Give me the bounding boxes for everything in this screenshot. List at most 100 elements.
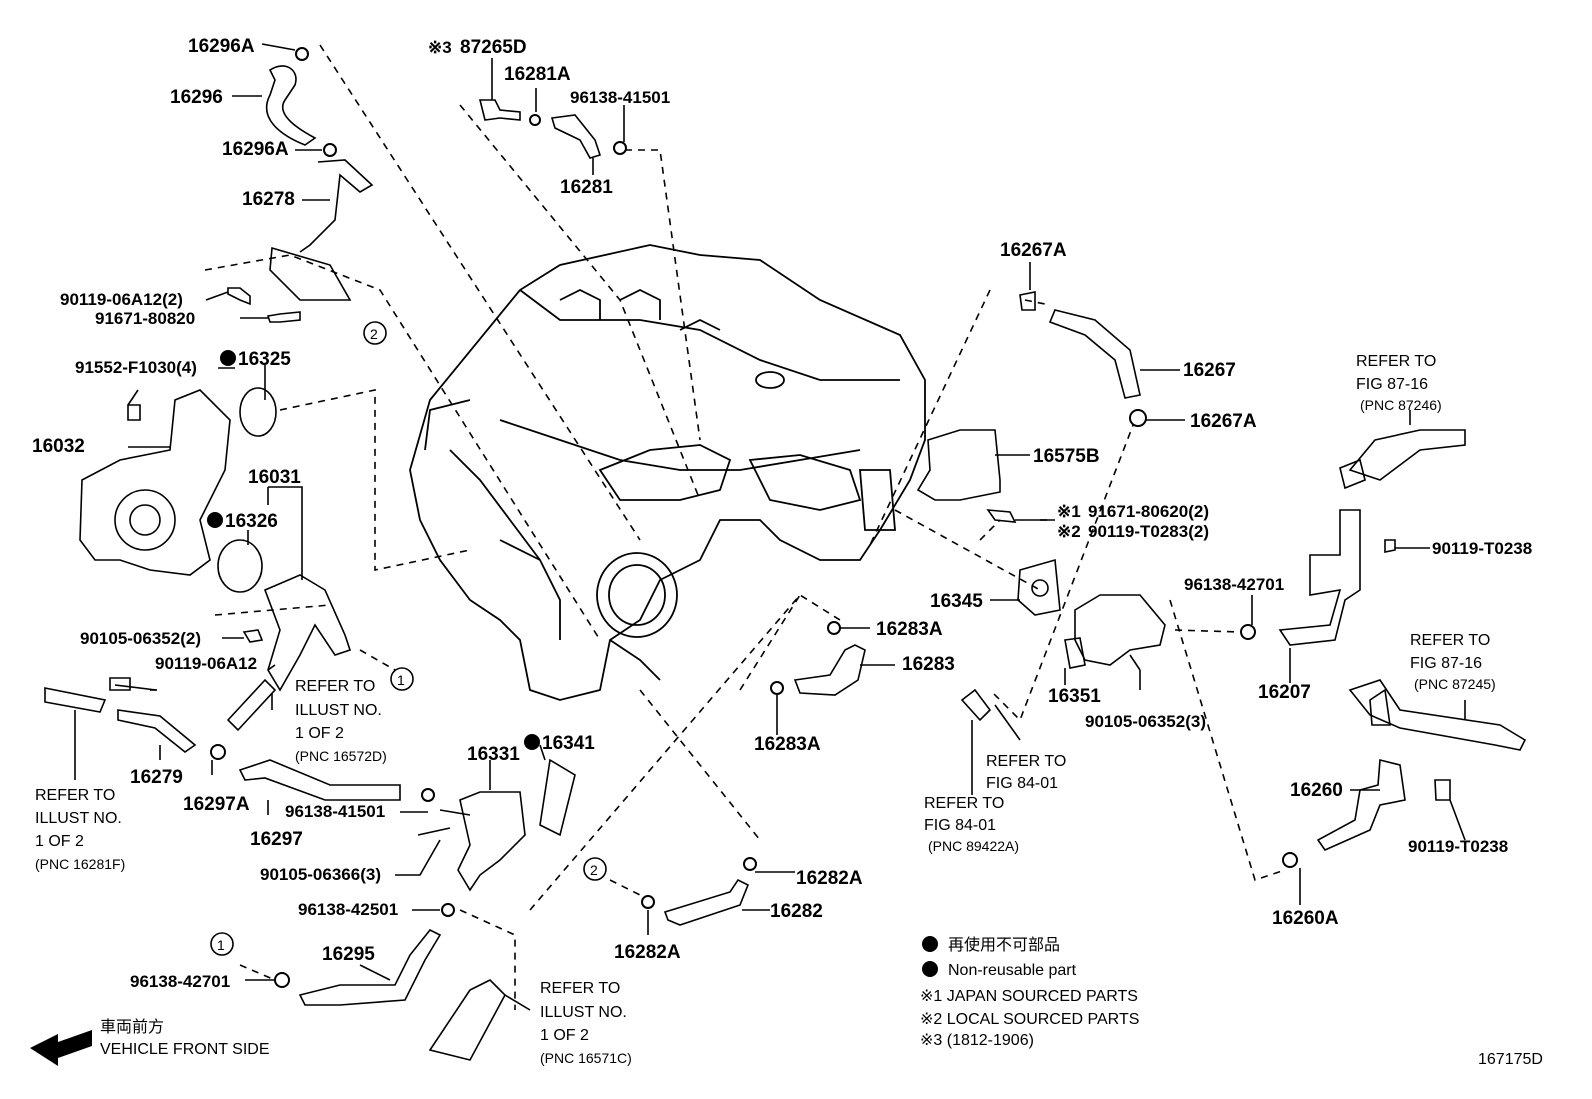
svg-text:ILLUST NO.: ILLUST NO. bbox=[35, 810, 122, 827]
label-16281: 16281 bbox=[560, 177, 613, 198]
svg-text:FIG 87-16: FIG 87-16 bbox=[1356, 376, 1428, 393]
ref-87245: REFER TO FIG 87-16 (PNC 87245) bbox=[1410, 632, 1496, 692]
svg-text:ILLUST NO.: ILLUST NO. bbox=[295, 702, 382, 719]
label-16267A-mid: 16267A bbox=[1190, 411, 1257, 432]
label-96138-42501: 96138-42501 bbox=[298, 900, 398, 919]
svg-text:FIG 84-01: FIG 84-01 bbox=[924, 817, 996, 834]
circle-marker-1b bbox=[210, 932, 234, 956]
svg-text:REFER TO: REFER TO bbox=[924, 795, 1004, 812]
svg-text:(PNC 16571C): (PNC 16571C) bbox=[540, 1050, 632, 1066]
vehicle-front-indicator: 車両前方 VEHICLE FRONT SIDE bbox=[30, 1018, 270, 1066]
label-16267: 16267 bbox=[1183, 360, 1236, 381]
label-16032: 16032 bbox=[32, 436, 85, 457]
label-87265D: 87265D bbox=[460, 37, 527, 58]
refer-to-notes: REFER TO ILLUST NO. 1 OF 2 (PNC 16572D) … bbox=[35, 353, 1496, 1066]
label-16283A-top: 16283A bbox=[876, 619, 943, 640]
svg-text:(PNC 16572D): (PNC 16572D) bbox=[295, 748, 387, 764]
label-16282: 16282 bbox=[770, 901, 823, 922]
label-16282A-bot: 16282A bbox=[614, 942, 681, 963]
label-16283: 16283 bbox=[902, 654, 955, 675]
legend-local-sourced: ※2 LOCAL SOURCED PARTS bbox=[920, 1011, 1139, 1028]
front-label-jp: 車両前方 bbox=[100, 1018, 164, 1036]
parts-shapes bbox=[44, 47, 1527, 1061]
ref-16572D: REFER TO ILLUST NO. 1 OF 2 (PNC 16572D) bbox=[295, 678, 387, 764]
svg-text:FIG 84-01: FIG 84-01 bbox=[986, 775, 1058, 792]
svg-text:REFER TO: REFER TO bbox=[986, 753, 1066, 770]
label-91671-80820: 91671-80820 bbox=[95, 309, 195, 328]
nonreusable-dot bbox=[220, 350, 236, 366]
label-16260: 16260 bbox=[1290, 780, 1343, 801]
svg-text:(PNC 87246): (PNC 87246) bbox=[1360, 397, 1442, 413]
legend-jp-nonreusable: 再使用不可部品 bbox=[948, 936, 1060, 954]
label-90119-T0283: 90119-T0283(2) bbox=[1088, 522, 1209, 541]
svg-text:1: 1 bbox=[217, 937, 225, 953]
label-90105-06352-2: 90105-06352(2) bbox=[80, 629, 201, 648]
front-label-en: VEHICLE FRONT SIDE bbox=[100, 1041, 270, 1058]
solid-leaders bbox=[74, 43, 1466, 1011]
svg-text:REFER TO: REFER TO bbox=[35, 787, 115, 804]
svg-text:ILLUST NO.: ILLUST NO. bbox=[540, 1004, 627, 1021]
legend-date-range: ※3 (1812-1906) bbox=[920, 1032, 1034, 1049]
nonreusable-dot bbox=[524, 734, 540, 750]
part-number-labels: 16296A 16296 16296A 16278 90119-06A12(2)… bbox=[32, 36, 1532, 991]
label-16325: 16325 bbox=[238, 349, 291, 370]
mark-2: ※2 bbox=[1057, 522, 1081, 541]
legend-dot-en bbox=[922, 961, 938, 977]
label-91671-80620: 91671-80620(2) bbox=[1088, 502, 1209, 521]
label-16296A-top: 16296A bbox=[188, 36, 255, 57]
svg-text:(PNC 16281F): (PNC 16281F) bbox=[35, 856, 125, 872]
legend-dot-jp bbox=[922, 936, 938, 952]
svg-text:REFER TO: REFER TO bbox=[295, 678, 375, 695]
circle-markers: 2 1 2 1 bbox=[210, 321, 607, 956]
legend-nonreusable: Non-reusable part bbox=[948, 962, 1077, 979]
ref-87246: REFER TO FIG 87-16 (PNC 87246) bbox=[1356, 353, 1442, 413]
label-16031: 16031 bbox=[248, 467, 301, 488]
svg-text:(PNC 89422A): (PNC 89422A) bbox=[928, 838, 1019, 854]
svg-text:(PNC 87245): (PNC 87245) bbox=[1414, 676, 1496, 692]
diagram-id: 167175D bbox=[1478, 1051, 1543, 1068]
label-16575B: 16575B bbox=[1033, 446, 1100, 467]
ref-16571C: REFER TO ILLUST NO. 1 OF 2 (PNC 16571C) bbox=[540, 980, 632, 1066]
svg-text:1: 1 bbox=[397, 672, 405, 688]
label-90119-T0238-a: 90119-T0238 bbox=[1432, 539, 1532, 558]
label-91552-F1030: 91552-F1030(4) bbox=[75, 358, 197, 377]
label-16296A-mid: 16296A bbox=[222, 139, 289, 160]
label-90105-06352-3: 90105-06352(3) bbox=[1085, 712, 1206, 731]
svg-text:2: 2 bbox=[370, 326, 378, 342]
label-90119-06A12-2: 90119-06A12(2) bbox=[60, 290, 183, 309]
circle-marker-2b bbox=[583, 857, 607, 881]
label-16351: 16351 bbox=[1048, 686, 1101, 707]
label-16331: 16331 bbox=[467, 744, 520, 765]
label-16297A: 16297A bbox=[183, 794, 250, 815]
label-16341: 16341 bbox=[542, 733, 595, 754]
svg-text:REFER TO: REFER TO bbox=[1356, 353, 1436, 370]
mark-1: ※1 bbox=[1057, 502, 1081, 521]
label-90105-06366: 90105-06366(3) bbox=[260, 865, 381, 884]
nonreusable-dot bbox=[207, 512, 223, 528]
front-arrow-icon bbox=[30, 1030, 92, 1066]
label-16278: 16278 bbox=[242, 189, 295, 210]
label-96138-41501-b: 96138-41501 bbox=[570, 88, 670, 107]
label-96138-42701-b: 96138-42701 bbox=[1184, 575, 1284, 594]
circle-marker-1a bbox=[390, 667, 414, 691]
circle-marker-2a bbox=[363, 321, 387, 345]
label-16345: 16345 bbox=[930, 591, 983, 612]
label-96138-42701-a: 96138-42701 bbox=[130, 972, 230, 991]
svg-text:1 OF 2: 1 OF 2 bbox=[295, 725, 344, 742]
ref-84-01-a: REFER TO FIG 84-01 bbox=[986, 753, 1066, 792]
label-16260A: 16260A bbox=[1272, 908, 1339, 929]
ref-16281F: REFER TO ILLUST NO. 1 OF 2 (PNC 16281F) bbox=[35, 787, 125, 872]
ref-84-01-b: REFER TO FIG 84-01 (PNC 89422A) bbox=[924, 795, 1019, 854]
label-16282A-top: 16282A bbox=[796, 868, 863, 889]
svg-text:REFER TO: REFER TO bbox=[1410, 632, 1490, 649]
label-16267A-top: 16267A bbox=[1000, 240, 1067, 261]
label-96138-41501-a: 96138-41501 bbox=[285, 802, 385, 821]
engine-block bbox=[409, 244, 926, 701]
label-16296: 16296 bbox=[170, 87, 223, 108]
legend: 再使用不可部品 Non-reusable part ※1 JAPAN SOURC… bbox=[920, 936, 1139, 1049]
svg-text:1 OF 2: 1 OF 2 bbox=[540, 1027, 589, 1044]
svg-text:FIG 87-16: FIG 87-16 bbox=[1410, 655, 1482, 672]
label-16297: 16297 bbox=[250, 829, 303, 850]
label-16326: 16326 bbox=[225, 511, 278, 532]
